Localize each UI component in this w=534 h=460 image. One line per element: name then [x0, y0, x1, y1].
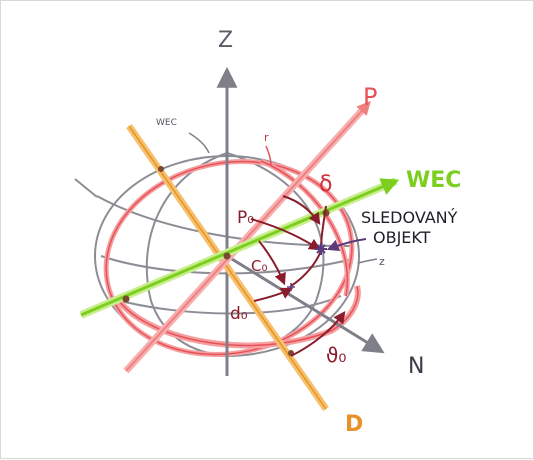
d0-arrow: [253, 287, 294, 302]
theta0-arrow: [290, 311, 346, 357]
d0-label: d₀: [230, 304, 248, 324]
r-label: r: [264, 131, 269, 144]
p0-label: P₀: [237, 208, 254, 228]
d-axis-label: D: [345, 412, 363, 437]
z-small-connector: [357, 258, 378, 264]
z-axis-label: Z: [218, 28, 233, 53]
star-icon: [315, 243, 327, 255]
r-connector: [265, 145, 272, 166]
tracked-object-label-line2: OBJEKT: [373, 228, 431, 247]
theta0-label: ϑ₀: [326, 343, 346, 367]
n-axis-label: N: [408, 354, 424, 379]
p-axis-core: [125, 100, 371, 372]
grey-axes: [216, 66, 385, 376]
coordinate-arrows: [250, 195, 346, 357]
delta-arrow: [282, 195, 321, 225]
star-icon: [287, 283, 295, 291]
p-axis-label: P: [363, 83, 377, 111]
wec-axis-core: [80, 178, 400, 317]
object-pointer: [326, 238, 367, 252]
wec-axis-label: WEC: [406, 168, 461, 193]
tracked-object-label-line1: SLEDOVANÝ: [361, 208, 458, 227]
delta-label: δ: [319, 172, 332, 197]
p0-arrow: [250, 218, 322, 251]
wec-small-connector: [188, 132, 210, 154]
c0-arrow: [258, 240, 286, 286]
n-axis-line: [226, 254, 385, 354]
wec-small-label: WEC: [156, 118, 177, 128]
object-link: [290, 250, 322, 287]
z-small-label: z: [379, 255, 385, 268]
d-axis-core: [128, 125, 327, 410]
c0-label: C₀: [251, 257, 268, 275]
